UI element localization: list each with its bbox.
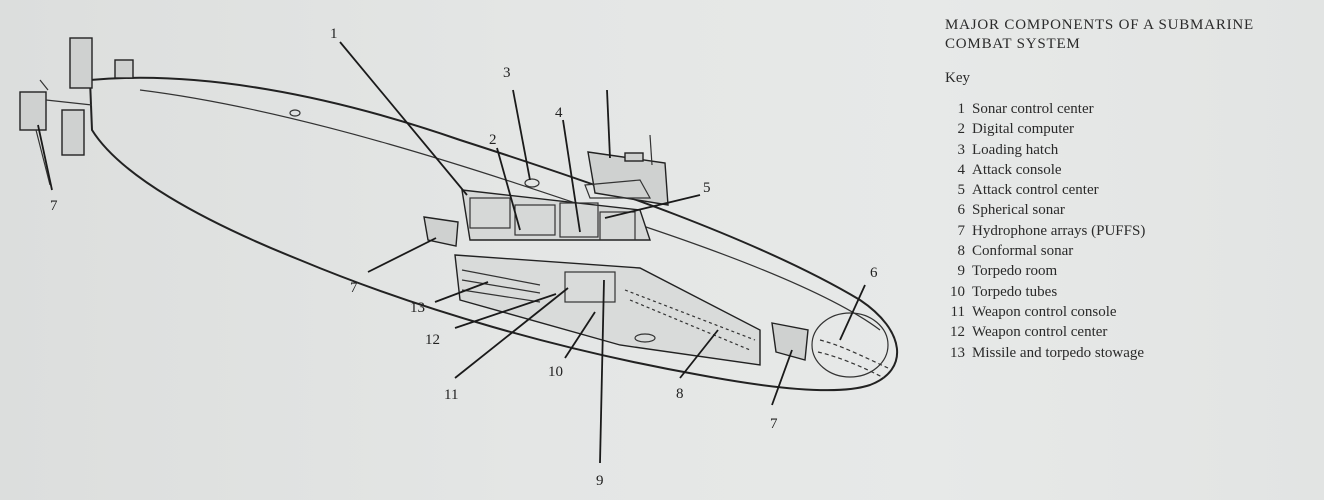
callout-11: 11 — [444, 387, 458, 403]
key-item: 2 Digital computer — [945, 119, 1315, 139]
key-number: 2 — [945, 119, 965, 139]
periscope — [607, 90, 610, 158]
callout-13: 13 — [410, 300, 425, 316]
leader-7a — [38, 125, 52, 190]
submarine-diagram: 1 2 3 4 5 6 7 7 7 8 9 10 11 12 13 — [0, 0, 930, 500]
callout-1: 1 — [330, 26, 338, 42]
key-label: Torpedo room — [972, 263, 1057, 279]
key-number: 3 — [945, 140, 965, 160]
upper-rudder — [70, 38, 92, 88]
key-label: Weapon control console — [972, 304, 1117, 320]
key-item: 1 Sonar control center — [945, 99, 1315, 119]
key-item: 12 Weapon control center — [945, 322, 1315, 342]
key-number: 11 — [945, 302, 965, 322]
caption-title: MAJOR COMPONENTS OF A SUBMARINE COMBAT S… — [945, 16, 1315, 54]
loading-hatch — [525, 179, 539, 187]
figure-caption: MAJOR COMPONENTS OF A SUBMARINE COMBAT S… — [945, 16, 1315, 363]
callout-4: 4 — [555, 105, 563, 121]
key-number: 6 — [945, 200, 965, 220]
sail-hatch — [625, 153, 643, 161]
key-number: 7 — [945, 221, 965, 241]
spherical-sonar — [812, 313, 888, 377]
callout-7-mid: 7 — [350, 280, 358, 296]
key-label: Hydrophone arrays (PUFFS) — [972, 223, 1145, 239]
callout-10: 10 — [548, 364, 563, 380]
key-label: Conformal sonar — [972, 243, 1073, 259]
key-item: 6 Spherical sonar — [945, 200, 1315, 220]
hull-port — [290, 110, 300, 116]
key-number: 12 — [945, 322, 965, 342]
key-number: 1 — [945, 99, 965, 119]
callout-5: 5 — [703, 180, 711, 196]
propeller — [20, 92, 46, 130]
key-label: Weapon control center — [972, 324, 1107, 340]
key-item: 3 Loading hatch — [945, 140, 1315, 160]
key-number: 5 — [945, 180, 965, 200]
key-heading: Key — [945, 70, 1315, 87]
callout-2: 2 — [489, 132, 497, 148]
key-label: Loading hatch — [972, 142, 1058, 158]
key-number: 10 — [945, 282, 965, 302]
leader-1 — [340, 42, 467, 195]
key-number: 8 — [945, 241, 965, 261]
key-item: 4 Attack console — [945, 160, 1315, 180]
key-label: Torpedo tubes — [972, 284, 1057, 300]
submarine-drawing: 1 2 3 4 5 6 7 7 7 8 9 10 11 12 13 — [0, 0, 930, 500]
key-item: 11 Weapon control console — [945, 302, 1315, 322]
key-label: Missile and torpedo stowage — [972, 345, 1144, 361]
key-item: 10 Torpedo tubes — [945, 282, 1315, 302]
key-item: 8 Conformal sonar — [945, 241, 1315, 261]
callout-3: 3 — [503, 65, 511, 81]
caption-title-line1: MAJOR COMPONENTS OF A SUBMARINE — [945, 17, 1254, 33]
key-item: 5 Attack control center — [945, 180, 1315, 200]
callout-7-stern: 7 — [50, 198, 58, 214]
key-label: Sonar control center — [972, 101, 1094, 117]
key-item: 13 Missile and torpedo stowage — [945, 343, 1315, 363]
key-item: 9 Torpedo room — [945, 261, 1315, 281]
lower-rudder — [62, 110, 84, 155]
key-label: Attack console — [972, 162, 1062, 178]
callout-9: 9 — [596, 473, 604, 489]
caption-title-line2: COMBAT SYSTEM — [945, 36, 1081, 52]
leader-7c — [772, 350, 792, 405]
key-item: 7 Hydrophone arrays (PUFFS) — [945, 221, 1315, 241]
callout-7-bow: 7 — [770, 416, 778, 432]
key-label: Spherical sonar — [972, 202, 1065, 218]
callout-12: 12 — [425, 332, 440, 348]
key-label: Digital computer — [972, 121, 1074, 137]
key-number: 4 — [945, 160, 965, 180]
key-label: Attack control center — [972, 182, 1099, 198]
leader-6 — [840, 285, 865, 340]
callout-8: 8 — [676, 386, 684, 402]
leader-7b — [368, 238, 436, 272]
callout-6: 6 — [870, 265, 878, 281]
stern-plane — [115, 60, 133, 78]
key-number: 13 — [945, 343, 965, 363]
key-number: 9 — [945, 261, 965, 281]
sonar-sphere-detail — [818, 340, 888, 378]
leader-3 — [513, 90, 530, 180]
